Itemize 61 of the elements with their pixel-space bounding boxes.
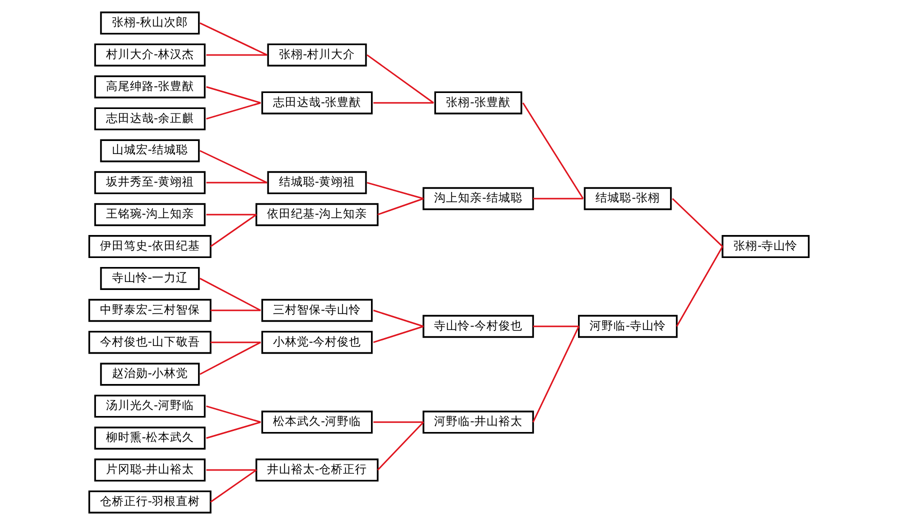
- node-box: 村川大介-林汉杰: [94, 43, 206, 66]
- connector: [206, 102, 260, 120]
- connector: [676, 246, 723, 327]
- connector: [376, 422, 424, 471]
- connector: [210, 310, 260, 312]
- node-box: 小林觉-今村俊也: [260, 330, 372, 354]
- connector: [532, 326, 578, 328]
- node-box: 赵治勋-小林觉: [100, 362, 200, 386]
- node-box: 中野泰宏-三村智保: [88, 298, 211, 322]
- node-box: 片冈聪-井山裕太: [94, 458, 206, 482]
- connector: [206, 86, 260, 104]
- node-box: 志田达哉-张豊猷: [260, 91, 372, 114]
- node-box: 志田达哉-余正麒: [94, 107, 206, 130]
- connector: [206, 421, 260, 439]
- connector: [532, 326, 580, 422]
- connector: [199, 342, 260, 375]
- connector: [372, 102, 434, 104]
- connector: [206, 469, 256, 471]
- connector: [206, 214, 256, 216]
- node-box: 沟上知亲-结城聪: [422, 187, 534, 210]
- connector: [210, 342, 260, 344]
- connector: [210, 214, 256, 248]
- node-box: 坂井秀至-黄翊祖: [94, 171, 206, 194]
- connector: [210, 469, 256, 503]
- node-box: 汤川光久-河野临: [94, 394, 206, 418]
- node-box: 结城聪-黄翊祖: [266, 171, 366, 194]
- node-box: 寺山怜-今村俊也: [422, 314, 534, 338]
- node-box: 寺山怜-一力辽: [100, 266, 200, 290]
- node-box: 高尾绅路-张豊猷: [94, 75, 206, 98]
- node-box: 伊田笃史-依田纪基: [88, 235, 211, 258]
- node-box: 张栩-寺山怜: [721, 235, 810, 258]
- node-box: 河野临-寺山怜: [578, 314, 678, 338]
- connector: [532, 198, 583, 200]
- connector: [372, 310, 424, 328]
- node-box: 松本武久-河野临: [260, 410, 372, 434]
- connector: [672, 198, 723, 248]
- connector: [206, 54, 266, 56]
- node-box: 张栩-秋山次郎: [100, 12, 200, 35]
- connector: [372, 421, 423, 423]
- connector: [199, 150, 267, 184]
- node-box: 王铭琬-沟上知亲: [94, 203, 206, 226]
- node-box: 柳时熏-松本武久: [94, 426, 206, 450]
- node-box: 山城宏-结城聪: [100, 139, 200, 162]
- node-box: 张栩-村川大介: [266, 43, 366, 66]
- node-box: 依田纪基-沟上知亲: [255, 203, 378, 226]
- node-box: 仓桥正行-羽根直树: [88, 490, 211, 514]
- node-box: 井山裕太-仓桥正行: [255, 458, 378, 482]
- connector: [522, 102, 584, 200]
- node-box: 张栩-张豊猷: [434, 91, 522, 114]
- connector: [376, 198, 424, 216]
- node-box: 三村智保-寺山怜: [260, 298, 372, 322]
- connector: [206, 182, 266, 184]
- node-box: 今村俊也-山下敬吾: [88, 330, 211, 354]
- connector: [372, 326, 424, 344]
- connector: [199, 278, 260, 312]
- connector: [199, 22, 267, 56]
- node-box: 河野临-井山裕太: [422, 410, 534, 434]
- node-box: 结城聪-张栩: [583, 187, 672, 210]
- connector: [206, 405, 260, 423]
- connector: [366, 54, 434, 104]
- connector: [366, 182, 424, 200]
